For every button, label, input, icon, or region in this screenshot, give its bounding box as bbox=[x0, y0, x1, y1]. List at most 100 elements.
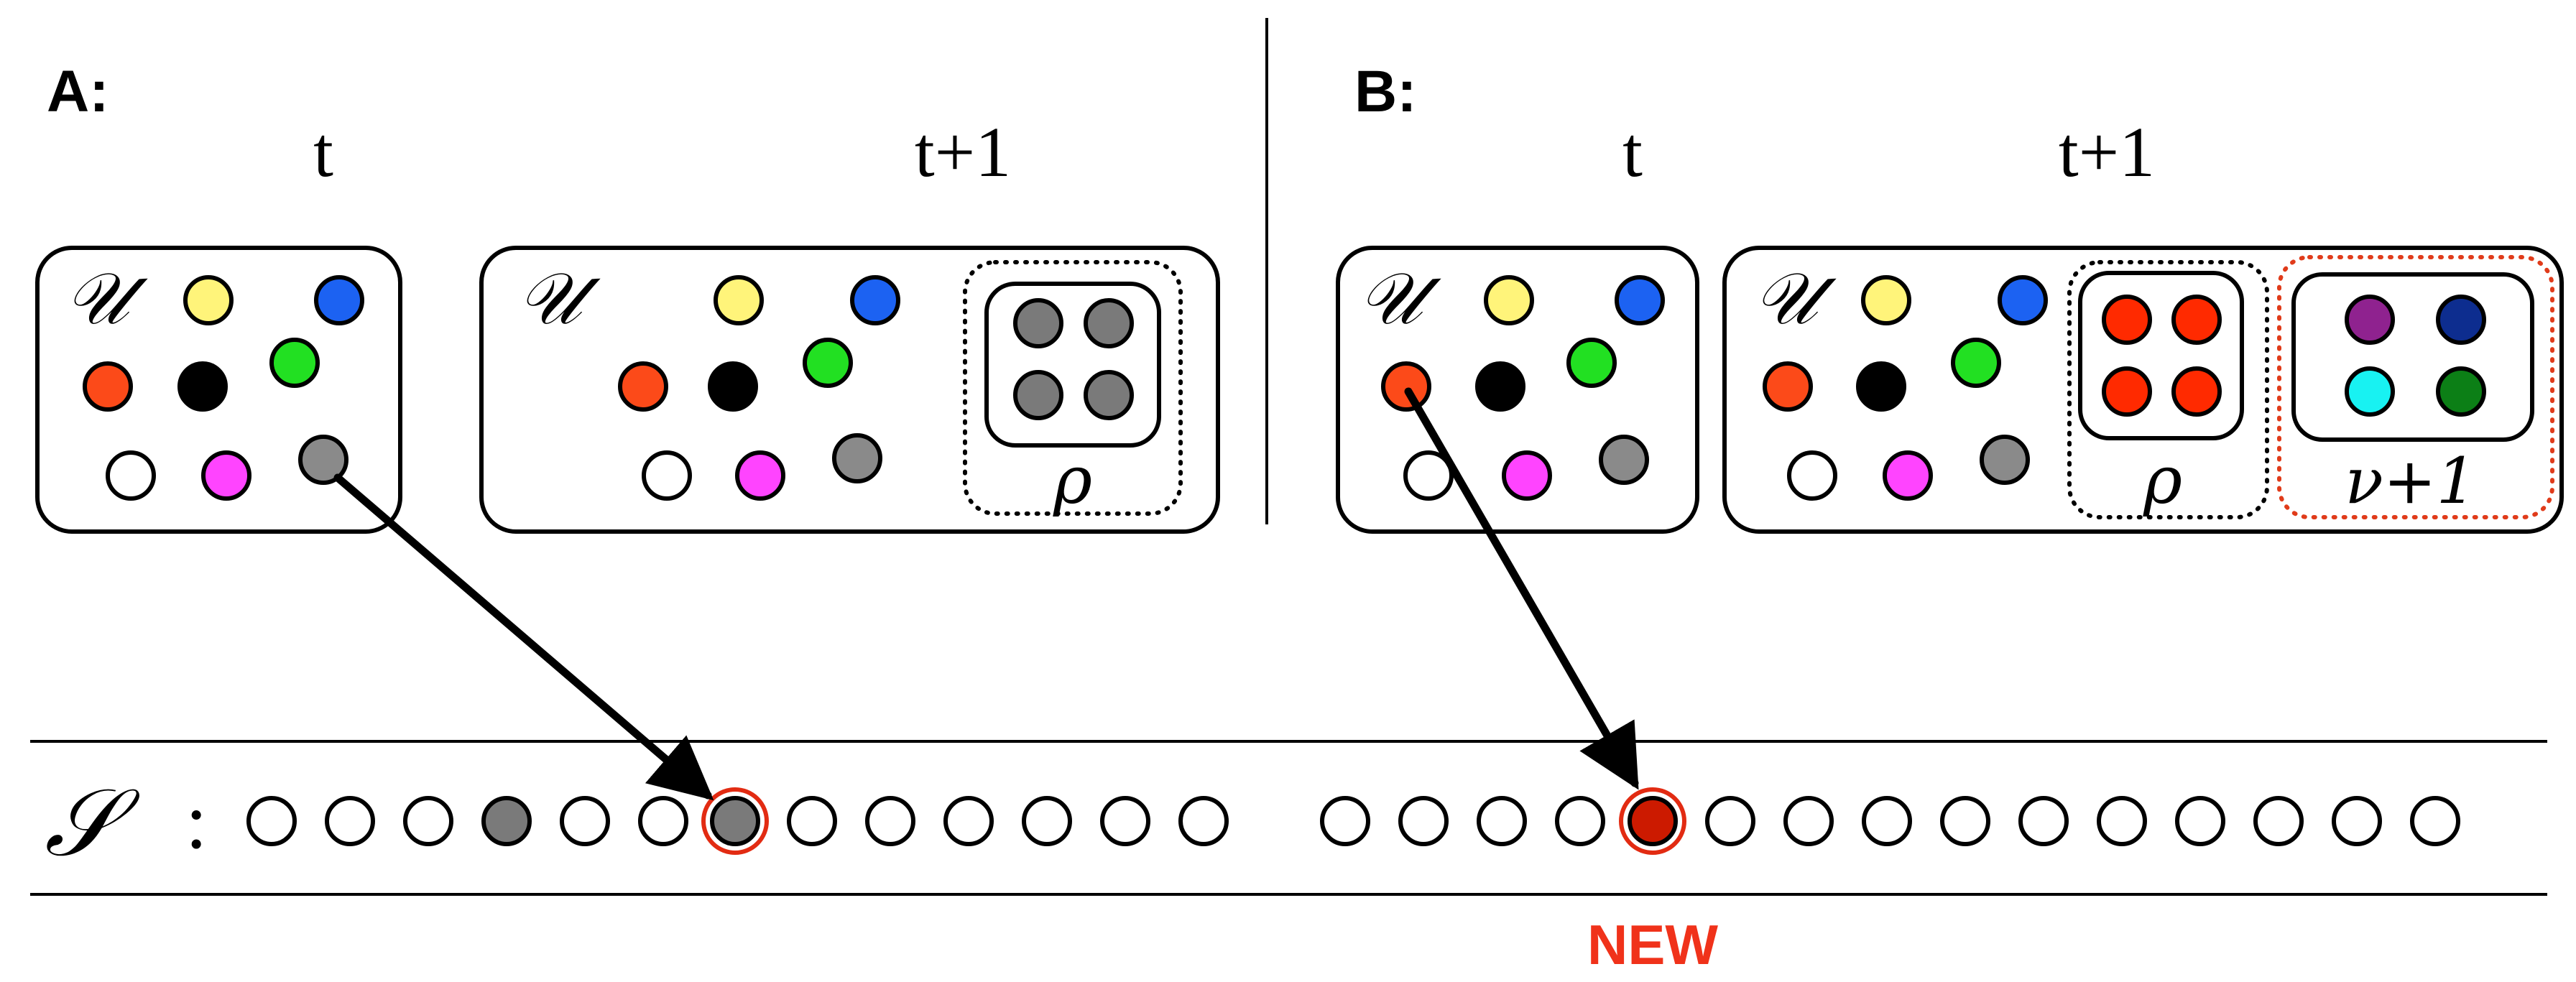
ball-orange bbox=[1763, 361, 1813, 412]
sequence-ball bbox=[2253, 796, 2304, 846]
urn-box bbox=[479, 246, 1220, 534]
panel-a-urn-t1: 𝒰 ρ bbox=[479, 246, 1220, 534]
ball-magenta bbox=[1883, 450, 1933, 501]
sequence-ball bbox=[787, 796, 837, 846]
sequence-right bbox=[1320, 787, 2460, 855]
sequence-ball bbox=[481, 796, 532, 846]
ball-gray bbox=[1013, 298, 1063, 348]
ball-black bbox=[1856, 361, 1906, 412]
panel-b-label: B: bbox=[1354, 59, 1417, 124]
sequence-ball bbox=[403, 796, 453, 846]
sequence-ball bbox=[1178, 796, 1229, 846]
ball-gray bbox=[1084, 298, 1134, 348]
sequence-ball-highlight-ring bbox=[1619, 787, 1686, 855]
ball-green bbox=[1951, 338, 2001, 388]
ball-blue bbox=[1998, 275, 2048, 325]
arrow-b bbox=[1404, 387, 1639, 790]
ball-gray bbox=[1084, 370, 1134, 420]
panel-a-label: A: bbox=[47, 59, 109, 124]
ball-white bbox=[1403, 450, 1454, 501]
urn-symbol: 𝒰 bbox=[517, 256, 601, 341]
rho-dotted-box bbox=[2067, 260, 2269, 519]
panel-b-t-label: t bbox=[1622, 112, 1643, 192]
ball-magenta bbox=[201, 450, 251, 501]
sequence-ball bbox=[246, 796, 297, 846]
ball-blue bbox=[850, 275, 900, 325]
urn-box bbox=[1336, 246, 1699, 534]
ball-cyan bbox=[2345, 366, 2395, 417]
sequence-ball bbox=[1940, 796, 1990, 846]
sequence-ball bbox=[1022, 796, 1072, 846]
urn-symbol: 𝒰 bbox=[1753, 256, 1837, 341]
sequence-ball bbox=[710, 796, 760, 846]
panel-b-urn-t: 𝒰 bbox=[1336, 246, 1699, 534]
ball-gray bbox=[1013, 370, 1063, 420]
sequence-ball bbox=[2097, 796, 2147, 846]
panel-a-t1-label: t+1 bbox=[915, 112, 1011, 192]
ball-blue bbox=[1615, 275, 1665, 325]
urn-symbol: 𝒰 bbox=[1358, 256, 1441, 341]
sequence-ball bbox=[1477, 796, 1527, 846]
panel-a-t-label: t bbox=[313, 112, 333, 192]
ball-magenta bbox=[735, 450, 785, 501]
ball-red bbox=[2171, 295, 2222, 345]
ball-white bbox=[106, 450, 156, 501]
arrow-a bbox=[333, 473, 714, 801]
sequence-ball bbox=[638, 796, 688, 846]
sequence-ball bbox=[1862, 796, 1912, 846]
ball-green bbox=[269, 338, 320, 388]
ball-yellow bbox=[183, 275, 234, 325]
ball-orange bbox=[618, 361, 668, 412]
ball-gray bbox=[1980, 435, 2030, 485]
ball-red bbox=[2171, 366, 2222, 417]
ball-purple bbox=[2345, 295, 2395, 345]
ball-yellow bbox=[714, 275, 764, 325]
panel-b-urn-t1: 𝒰 ρ ν+1 bbox=[1722, 246, 2564, 534]
sequence-symbol: 𝒮 bbox=[45, 768, 140, 877]
ball-black bbox=[1475, 361, 1525, 412]
sequence-ball bbox=[1555, 796, 1605, 846]
ball-yellow bbox=[1484, 275, 1534, 325]
ball-white bbox=[1787, 450, 1837, 501]
rho-label: ρ bbox=[2143, 442, 2182, 519]
sequence-ball bbox=[2410, 796, 2460, 846]
sequence-ball-highlight-ring bbox=[701, 787, 769, 855]
sequence-ball bbox=[1783, 796, 1834, 846]
ball-black bbox=[177, 361, 228, 412]
sequence-ball bbox=[1705, 796, 1755, 846]
urn-box bbox=[35, 246, 402, 534]
rho-label: ρ bbox=[1053, 442, 1092, 519]
ball-green bbox=[803, 338, 853, 388]
sequence-ball bbox=[865, 796, 915, 846]
ball-gray bbox=[832, 433, 882, 483]
nu-inner-box bbox=[2291, 272, 2534, 442]
ball-gray bbox=[1599, 435, 1649, 485]
ball-magenta bbox=[1502, 450, 1552, 501]
sequence-ball bbox=[325, 796, 375, 846]
new-label: NEW bbox=[1587, 913, 1718, 976]
urn-box bbox=[1722, 246, 2564, 534]
sequence-ball bbox=[2332, 796, 2382, 846]
sequence-ball bbox=[560, 796, 610, 846]
ball-green bbox=[1566, 338, 1617, 388]
ball-orange bbox=[1381, 361, 1431, 412]
rho-inner-box bbox=[984, 282, 1161, 448]
nu-dotted-box bbox=[2277, 255, 2554, 519]
ball-dark-green bbox=[2436, 366, 2486, 417]
ball-orange bbox=[83, 361, 133, 412]
sequence-ball-new bbox=[1628, 796, 1678, 846]
ball-black bbox=[708, 361, 758, 412]
sequence-ball bbox=[2175, 796, 2225, 846]
rho-inner-box bbox=[2078, 271, 2244, 440]
nu-plus-one-label: ν+1 bbox=[2345, 444, 2476, 518]
urn-symbol: 𝒰 bbox=[65, 256, 148, 341]
sequence-ball bbox=[1100, 796, 1150, 846]
ball-yellow bbox=[1861, 275, 1911, 325]
sequence-ball bbox=[1398, 796, 1449, 846]
ball-red bbox=[2102, 366, 2152, 417]
ball-gray bbox=[298, 435, 348, 485]
ball-blue bbox=[314, 275, 364, 325]
panel-b-t1-label: t+1 bbox=[2059, 112, 2155, 192]
sequence-left bbox=[246, 787, 1229, 855]
